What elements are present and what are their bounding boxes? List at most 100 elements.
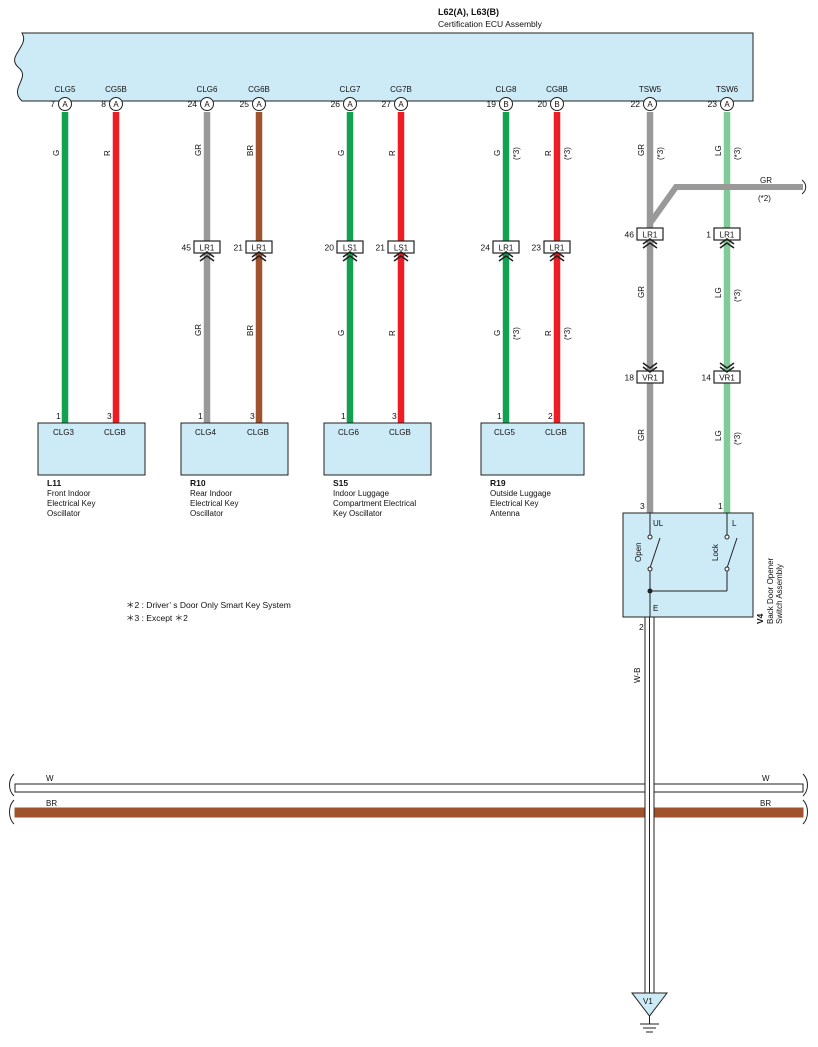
ecu-terminal-pin: 27 bbox=[382, 99, 392, 109]
wire-label-upper: R bbox=[103, 150, 112, 156]
branch-wire-note: (*2) bbox=[758, 194, 771, 203]
ecu-terminal-connector bbox=[550, 97, 564, 111]
junction-upper-3-pin: 21 bbox=[376, 243, 386, 253]
ecu-terminal-pin: 19 bbox=[487, 99, 497, 109]
junction-upper-6-code: LR1 bbox=[643, 231, 658, 240]
component-term-left: CLG3 bbox=[53, 428, 74, 437]
ecu-terminal-pin: 8 bbox=[101, 99, 106, 109]
wire-note-upper: (*3) bbox=[733, 147, 742, 160]
switch-open-label: Open bbox=[634, 542, 643, 562]
ecu-terminal-connector bbox=[58, 97, 72, 111]
ecu-terminal-connector bbox=[343, 97, 357, 111]
wire-note-upper: (*3) bbox=[563, 147, 572, 160]
ecu-terminal-conn-code: A bbox=[256, 100, 262, 109]
switch-assembly-name-2: Switch Assembly bbox=[775, 564, 784, 624]
ecu-terminal-conn-code: B bbox=[554, 100, 559, 109]
ecu-terminal-conn-code: A bbox=[204, 100, 210, 109]
note-2: ＊2 : Driver’ s Door Only Smart Key Syste… bbox=[126, 600, 291, 610]
junction-upper-2: LS1 20 bbox=[325, 240, 364, 262]
component-desc-line: Outside Luggage bbox=[490, 489, 551, 498]
ecu-terminal-conn-code: A bbox=[724, 100, 730, 109]
ecu-terminal-pin: 24 bbox=[188, 99, 198, 109]
switch-lock-label: Lock bbox=[711, 543, 720, 561]
wire-label-upper: R bbox=[544, 150, 553, 156]
component-pin-right: 3 bbox=[107, 411, 112, 421]
ground-wire-label: W-B bbox=[633, 668, 642, 683]
ecu-body bbox=[14, 32, 754, 102]
ecu-terminal-conn-code: A bbox=[62, 100, 68, 109]
wire-note-lower: (*3) bbox=[733, 289, 742, 302]
ecu-terminal-pin: 23 bbox=[708, 99, 718, 109]
ecu-terminal-name: TSW5 bbox=[639, 85, 662, 94]
switch-pin-ul: 3 bbox=[640, 501, 645, 511]
junction-upper-1-pin: 21 bbox=[234, 243, 244, 253]
ecu-terminal-name: CLG7 bbox=[340, 85, 361, 94]
wire-label-bottom: LG bbox=[714, 430, 723, 441]
junction-upper-2-pin: 20 bbox=[325, 243, 335, 253]
ecu-terminal-name: CLG6 bbox=[197, 85, 218, 94]
ecu-terminal-name: CG6B bbox=[248, 85, 270, 94]
ecu-terminal-conn-code: A bbox=[113, 100, 119, 109]
bus-wire-w bbox=[14, 783, 804, 793]
junction-upper-2-code: LS1 bbox=[343, 244, 358, 253]
component-pin-right: 3 bbox=[392, 411, 397, 421]
component-pin-left: 1 bbox=[341, 411, 346, 421]
bus-br-label-left: BR bbox=[46, 799, 57, 808]
junction-upper-7-pin: 1 bbox=[706, 230, 711, 240]
junction-upper-5-code: LR1 bbox=[550, 244, 565, 253]
wire-note-lower: (*3) bbox=[563, 327, 572, 340]
ecu-terminal-pin: 25 bbox=[240, 99, 250, 109]
component-desc-line: Indoor Luggage bbox=[333, 489, 390, 498]
ecu-terminal-conn-code: A bbox=[647, 100, 653, 109]
ecu-terminal-conn-code: A bbox=[347, 100, 353, 109]
ecu-terminal-pin: 26 bbox=[331, 99, 341, 109]
wire-label-upper: G bbox=[493, 150, 502, 156]
ecu-terminal-name: CG8B bbox=[546, 85, 568, 94]
wire-label-upper: GR bbox=[194, 144, 203, 156]
ecu-terminal-pin: 22 bbox=[631, 99, 641, 109]
bus-w-label-right: W bbox=[762, 774, 770, 783]
wire-note-bottom: (*3) bbox=[733, 432, 742, 445]
component-pin-right: 3 bbox=[250, 411, 255, 421]
wire-label-lower: GR bbox=[637, 286, 646, 298]
wire-label-upper: GR bbox=[637, 144, 646, 156]
ground-symbol: V1 bbox=[630, 992, 669, 1033]
ecu-terminal-connector bbox=[252, 97, 266, 111]
component-id: R10 bbox=[190, 478, 206, 488]
junction-lower-1-pin: 14 bbox=[702, 373, 712, 383]
ecu-terminal-pin: 20 bbox=[538, 99, 548, 109]
ecu-terminal-connector bbox=[720, 97, 734, 111]
ecu-terminal-pin: 7 bbox=[50, 99, 55, 109]
junction-upper-1: LR1 21 bbox=[234, 240, 273, 262]
bus-w-label-left: W bbox=[46, 774, 54, 783]
component-term-right: CLGB bbox=[389, 428, 411, 437]
component-term-right: CLGB bbox=[104, 428, 126, 437]
switch-assembly-box bbox=[622, 512, 754, 618]
wire-label-lower: G bbox=[493, 330, 502, 336]
ecu-terminal-conn-code: B bbox=[503, 100, 508, 109]
component-term-left: CLG6 bbox=[338, 428, 359, 437]
junction-upper-7-code: LR1 bbox=[720, 231, 735, 240]
ecu-terminal-name: TSW6 bbox=[716, 85, 739, 94]
component-term-left: CLG5 bbox=[494, 428, 515, 437]
ecu-terminal-name: CG5B bbox=[105, 85, 127, 94]
switch-pin-e: 2 bbox=[639, 622, 644, 632]
junction-upper-1-code: LR1 bbox=[252, 244, 267, 253]
wire-label-lower: GR bbox=[194, 324, 203, 336]
wire-label-lower: G bbox=[337, 330, 346, 336]
component-desc-line: Electrical Key bbox=[490, 499, 538, 508]
component-pin-left: 1 bbox=[56, 411, 61, 421]
ecu-connector-ref: L62(A), L63(B) bbox=[438, 7, 499, 17]
component-desc-line: Electrical Key bbox=[47, 499, 95, 508]
